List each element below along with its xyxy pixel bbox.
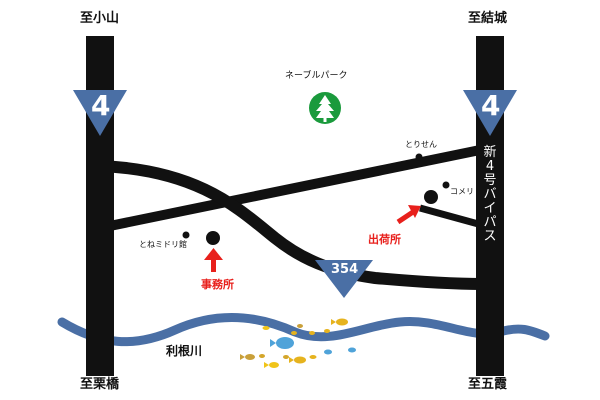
komeri-label: コメリ <box>450 187 474 196</box>
route354-number: 354 <box>331 262 359 277</box>
tone-midori-marker <box>182 231 190 239</box>
road-curve-to-354 <box>99 160 483 290</box>
shipping-arrow <box>396 205 421 225</box>
river-label: 利根川 <box>166 344 203 358</box>
tree-trunk-icon <box>323 118 327 122</box>
park-label: ネーブルパーク <box>285 71 348 81</box>
office-marker <box>206 231 220 245</box>
torisen-label: とりせん <box>405 140 437 149</box>
river <box>57 313 550 347</box>
tree-icon <box>316 95 334 118</box>
north-right-label: 至結城 <box>468 11 508 26</box>
road-route4-left <box>86 36 114 376</box>
route4-right-shield <box>463 90 517 136</box>
office-arrow <box>204 248 223 272</box>
north-left-label: 至小山 <box>80 11 120 26</box>
south-left-label: 至栗橋 <box>80 377 120 392</box>
route354-shield <box>315 260 373 298</box>
office-label: 事務所 <box>201 278 234 291</box>
route4-right-number: 4 <box>481 89 501 122</box>
torisen-marker <box>415 153 423 161</box>
fish-school-icon <box>240 318 356 368</box>
road-lower-straight <box>98 145 482 233</box>
shipping-marker <box>424 190 438 204</box>
south-right-label: 至五霞 <box>468 377 508 392</box>
route4-left-number: 4 <box>91 89 111 122</box>
shipping-label: 出荷所 <box>368 233 401 246</box>
bypass-label: 新4号バイパス <box>483 145 497 244</box>
route4-left-shield <box>73 90 127 136</box>
tone-midori-label: とねミドリ館 <box>139 240 187 249</box>
komeri-marker <box>442 181 450 189</box>
road-komeri-branch <box>419 204 483 229</box>
